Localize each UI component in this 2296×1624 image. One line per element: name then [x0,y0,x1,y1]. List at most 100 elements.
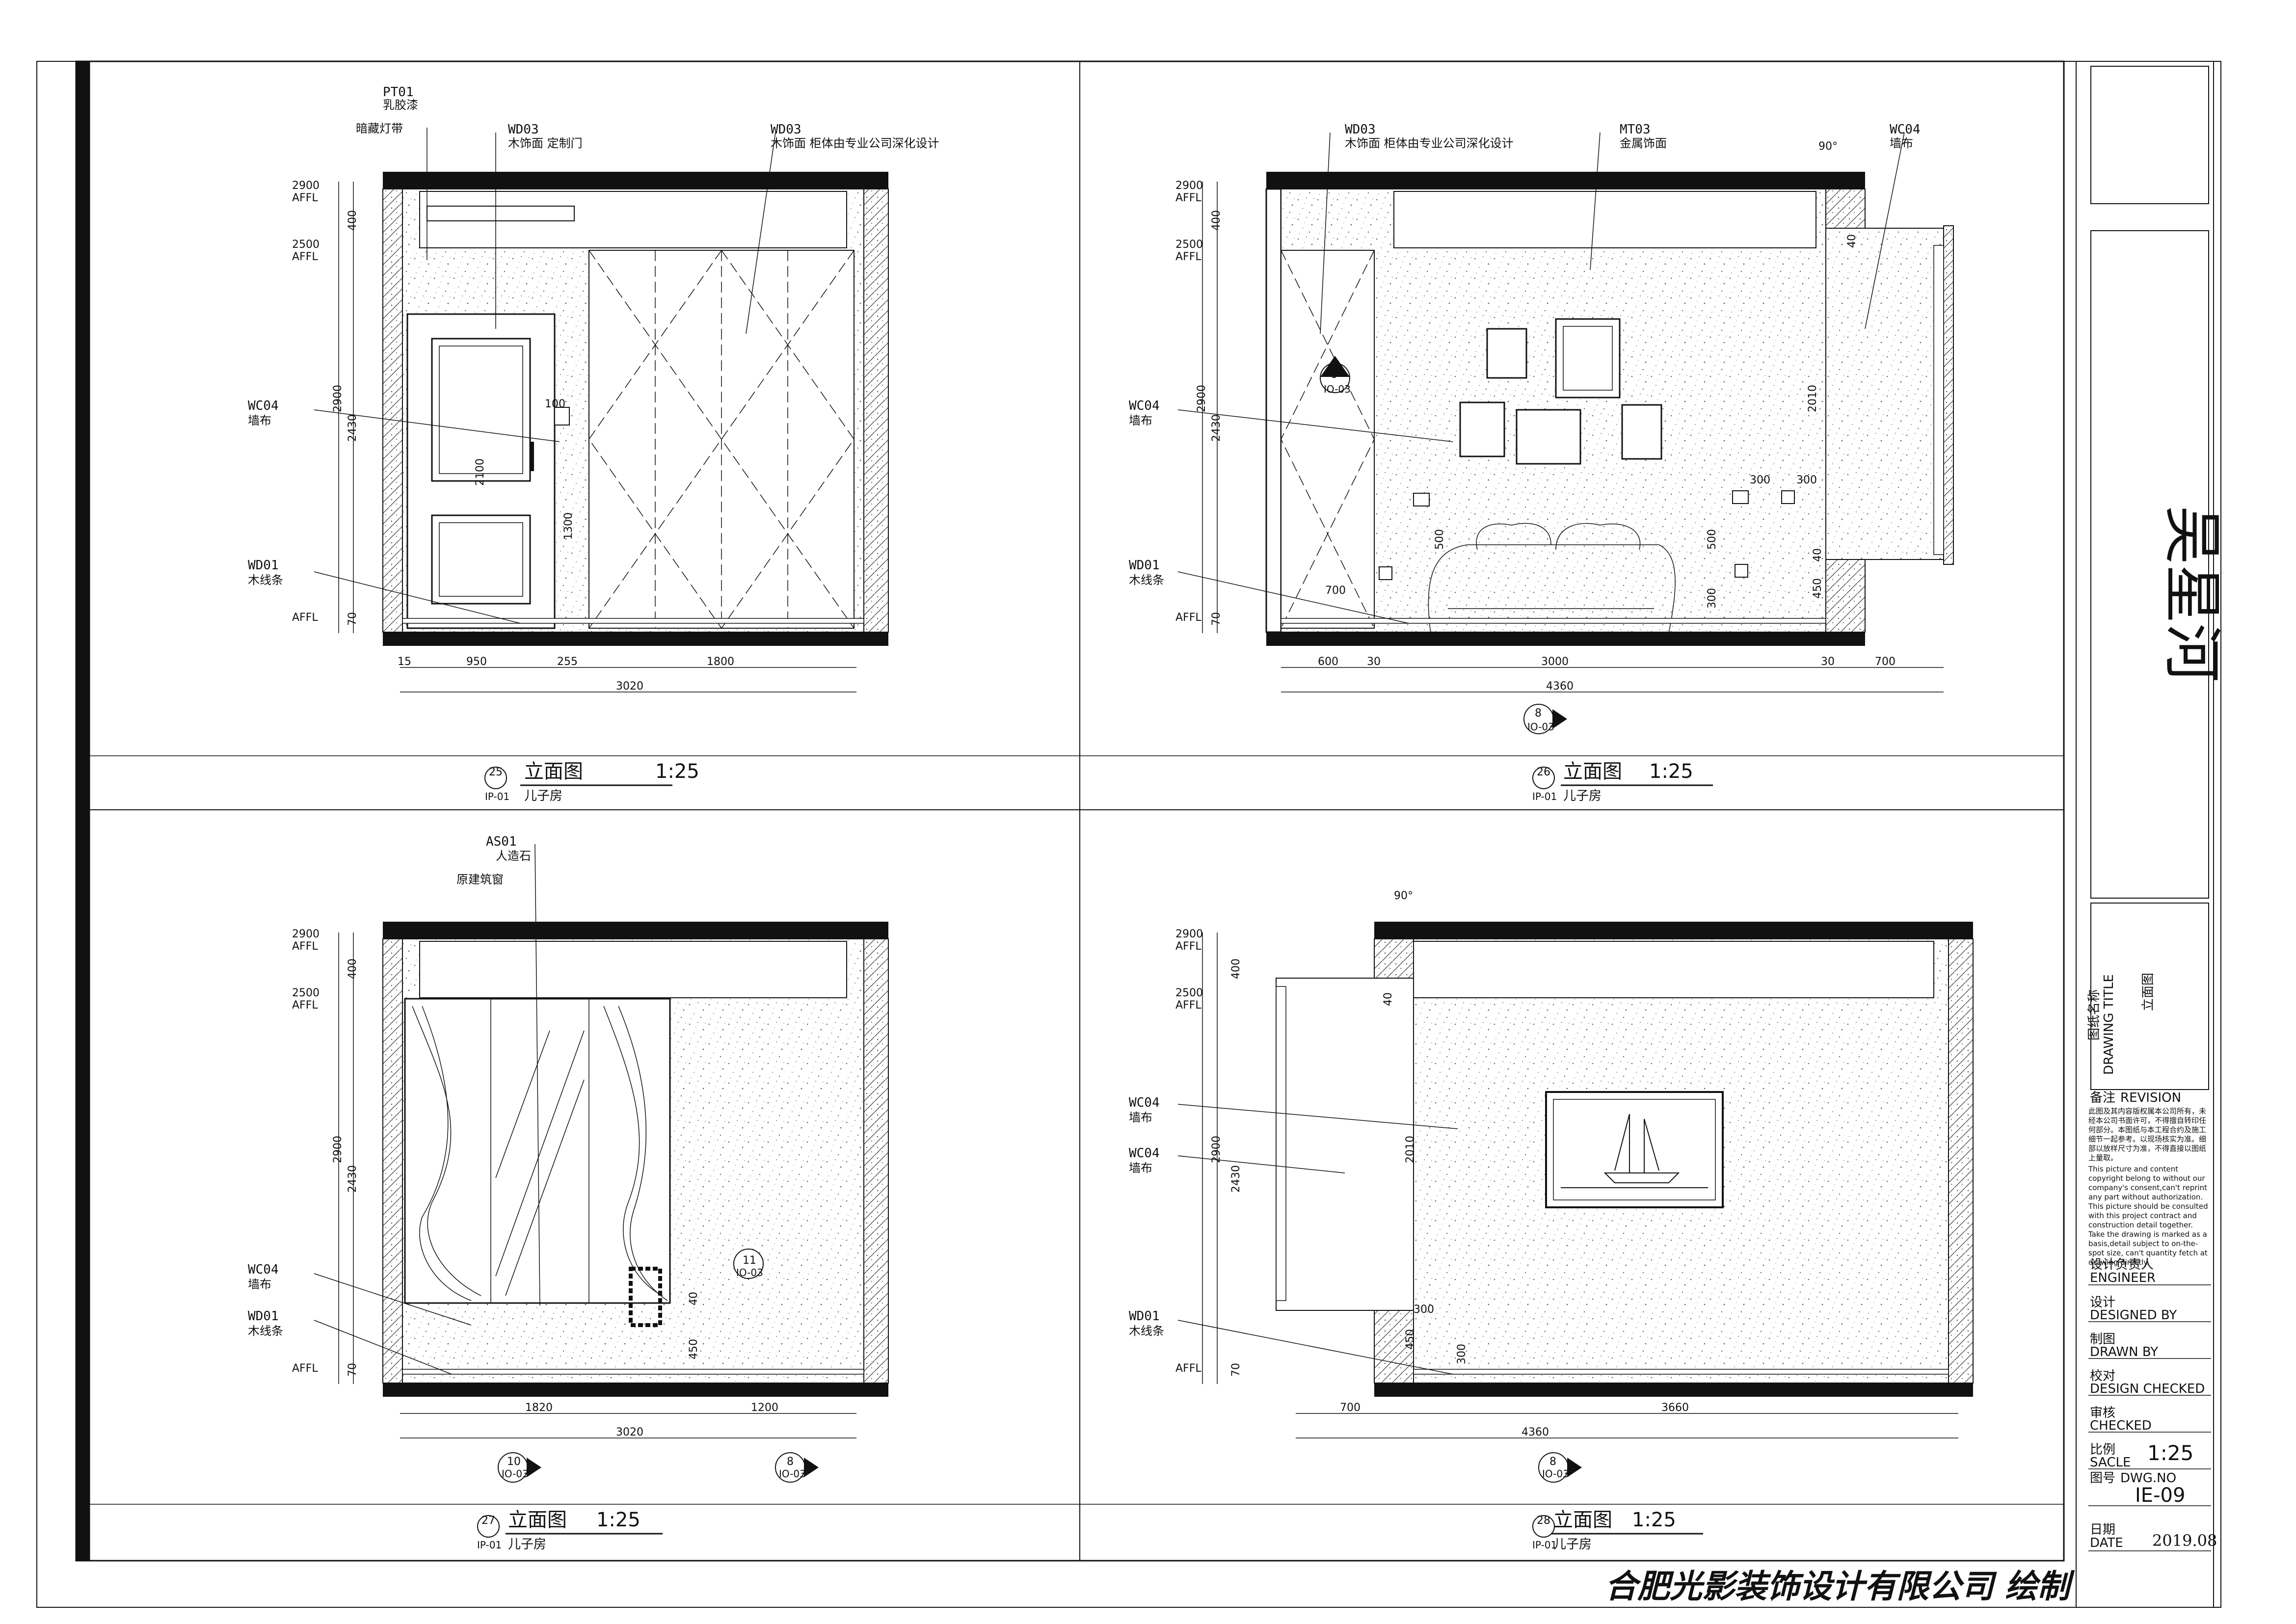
svg-text:ENGINEER: ENGINEER [2090,1271,2156,1285]
svg-text:300: 300 [1750,474,1770,486]
sofa-bed [1428,523,1676,634]
svg-text:墙布: 墙布 [1890,136,1913,150]
svg-text:400: 400 [1210,210,1223,231]
svg-text:700: 700 [1875,656,1896,668]
svg-text:WD01: WD01 [1129,558,1160,573]
svg-text:2430: 2430 [347,1165,359,1193]
svg-text:AS01: AS01 [486,834,517,849]
svg-text:15: 15 [398,656,411,668]
svg-text:儿子房: 儿子房 [524,789,562,803]
svg-text:DRAWN BY: DRAWN BY [2090,1345,2158,1359]
svg-text:校对: 校对 [2090,1369,2115,1384]
view-26-annotations: WD03 木饰面 柜体由专业公司深化设计 MT03 金属饰面 WC04 墙布 W… [1129,122,1921,803]
skirting [402,618,864,624]
svg-text:DWG.NO: DWG.NO [2120,1471,2176,1486]
svg-text:比例: 比例 [2090,1442,2115,1457]
svg-text:300: 300 [1414,1304,1434,1316]
svg-text:墙布: 墙布 [1129,414,1152,427]
svg-text:2900: 2900 [292,180,320,192]
svg-text:WC04: WC04 [1129,1095,1160,1110]
svg-text:950: 950 [466,656,487,668]
svg-text:100: 100 [545,398,565,410]
svg-text:WD03: WD03 [1345,122,1376,137]
svg-text:CHECKED: CHECKED [2090,1418,2152,1433]
date-value: 2019.08 [2152,1531,2217,1550]
svg-text:300: 300 [1456,1344,1468,1364]
svg-text:墙布: 墙布 [1129,1111,1152,1124]
svg-text:WD01: WD01 [1129,1309,1160,1324]
elevation-view-28 [1276,922,1974,1483]
svg-text:70: 70 [347,1363,359,1377]
elevation-view-27 [382,922,889,1483]
svg-text:IO-03: IO-03 [736,1267,763,1278]
svg-text:1800: 1800 [707,656,734,668]
svg-text:AFFL: AFFL [1175,192,1201,204]
notice-en: This picture and content copyright belon… [2088,1165,2208,1267]
svg-text:DESIGN CHECKED: DESIGN CHECKED [2090,1382,2205,1396]
floor-slab [383,632,888,646]
detail-box [629,1267,662,1327]
svg-text:1300: 1300 [562,512,575,540]
svg-text:700: 700 [1325,585,1346,597]
svg-text:立面图: 立面图 [508,1509,567,1531]
svg-text:2430: 2430 [347,414,359,442]
svg-text:制图: 制图 [2090,1332,2115,1347]
svg-text:4360: 4360 [1522,1426,1549,1438]
svg-text:IP-01: IP-01 [1532,1539,1557,1551]
leader-lines [314,128,1905,1375]
sheet-frame [36,60,2221,1608]
svg-text:儿子房: 儿子房 [1563,789,1602,803]
note-hidden-light: 暗藏灯带 [356,122,403,135]
view-25-number: 25 [489,766,503,778]
section-callout-9 [1320,356,1350,393]
svg-text:日期: 日期 [2090,1522,2115,1537]
svg-text:10: 10 [507,1456,521,1468]
svg-text:IO-03: IO-03 [1527,721,1554,733]
notice-cn: 此图及其内容版权属本公司所有，未经本公司书面许可，不得擅自转印任何部分。本图纸与… [2088,1107,2207,1162]
tag-wd03-door: WD03 [508,122,539,137]
view-25-scale: 1:25 [655,760,699,783]
svg-text:1820: 1820 [525,1402,553,1414]
svg-text:400: 400 [347,958,359,979]
framed-pictures [1459,318,1662,465]
tag-pt01: PT01 [383,85,414,100]
svg-text:审核: 审核 [2090,1406,2115,1420]
svg-text:1:25: 1:25 [596,1509,641,1531]
view-25-annotations: PT01 乳胶漆 暗藏灯带 WD03 木饰面 定制门 WD03 木饰面 柜体由专… [248,85,939,803]
svg-text:3000: 3000 [1541,656,1569,668]
svg-text:2500: 2500 [1175,987,1203,999]
svg-text:3020: 3020 [616,1426,643,1438]
drawing-title-cn: 图纸名称 [2087,989,2102,1040]
svg-text:2900: 2900 [292,928,320,940]
title-block-fields [2088,1284,2211,1551]
svg-text:2900: 2900 [1175,180,1203,192]
svg-text:2500: 2500 [292,239,320,251]
svg-text:IO-03: IO-03 [1542,1468,1569,1480]
svg-text:AFFL: AFFL [1175,612,1201,624]
left-wall [382,188,403,633]
svg-text:金属饰面: 金属饰面 [1620,136,1667,150]
svg-text:IP-01: IP-01 [477,1539,502,1551]
svg-text:2100: 2100 [474,458,486,486]
svg-text:IP-01: IP-01 [485,791,509,802]
svg-text:WC04: WC04 [1890,122,1921,137]
bay-window-recess [1826,228,1944,560]
svg-text:600: 600 [1318,656,1338,668]
tag-wd03-door-desc: 木饰面 定制门 [508,136,583,150]
svg-text:AFFL: AFFL [292,251,318,263]
svg-text:木线条: 木线条 [1129,1324,1164,1338]
wardrobe-side [1281,250,1375,629]
svg-text:450: 450 [688,1339,700,1359]
svg-text:IO-03: IO-03 [779,1468,806,1480]
svg-text:木饰面 柜体由专业公司深化设计: 木饰面 柜体由专业公司深化设计 [1345,136,1514,150]
svg-text:27: 27 [481,1515,495,1527]
dwg-number: IE-09 [2135,1484,2185,1507]
svg-text:SACLE: SACLE [2090,1455,2131,1470]
svg-text:2900: 2900 [1196,385,1208,412]
svg-text:8: 8 [787,1456,794,1468]
elevation-view-26 [1265,172,1954,734]
section-callout-8 [1523,704,1567,734]
svg-text:70: 70 [1230,1363,1242,1377]
svg-text:3660: 3660 [1661,1402,1689,1414]
